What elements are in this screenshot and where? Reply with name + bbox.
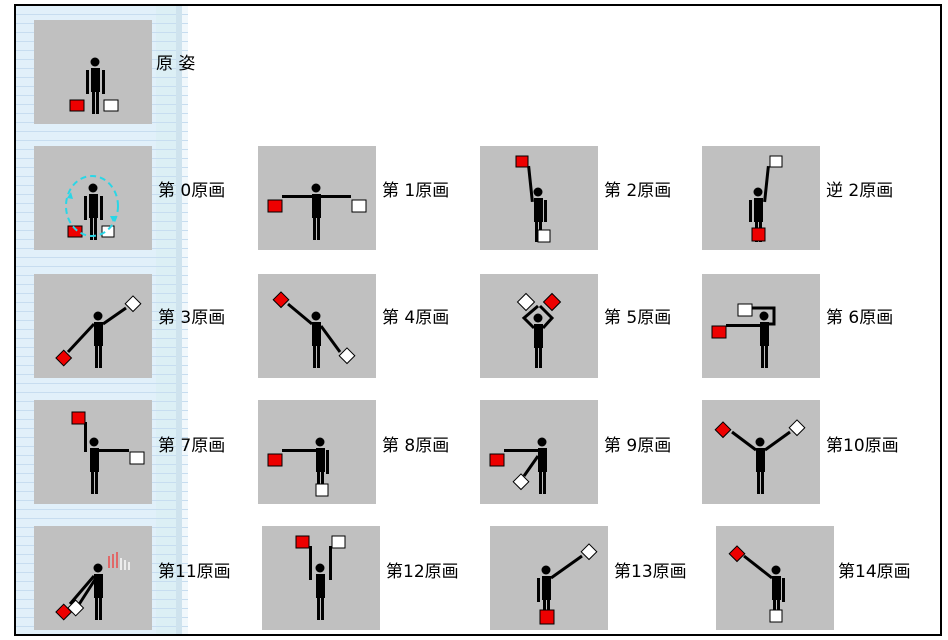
pose-13-image[interactable] <box>490 526 608 630</box>
pose-1-image[interactable] <box>258 146 376 250</box>
label-g14: 第14原画 <box>838 562 911 582</box>
pose-14-image[interactable] <box>716 526 834 630</box>
label-g12: 第12原画 <box>386 562 459 582</box>
pose-3-image[interactable] <box>34 274 152 378</box>
label-g10: 第10原画 <box>826 436 899 456</box>
pose-genshi-image[interactable] <box>34 20 152 124</box>
pose-5-image[interactable] <box>480 274 598 378</box>
label-g8: 第 8原画 <box>382 436 449 456</box>
label-g3: 第 3原画 <box>158 308 225 328</box>
label-g0: 第 0原画 <box>158 181 225 201</box>
label-g11: 第11原画 <box>158 562 231 582</box>
pose-0-image[interactable] <box>34 146 152 250</box>
label-genshi: 原 姿 <box>156 54 195 74</box>
pose-2-image[interactable] <box>480 146 598 250</box>
pose-6-image[interactable] <box>702 274 820 378</box>
label-g7: 第 7原画 <box>158 436 225 456</box>
label-g1: 第 1原画 <box>382 181 449 201</box>
label-g2: 第 2原画 <box>604 181 671 201</box>
label-gr2: 逆 2原画 <box>826 181 893 201</box>
label-g9: 第 9原画 <box>604 436 671 456</box>
pose-8-image[interactable] <box>258 400 376 504</box>
pose-7-image[interactable] <box>34 400 152 504</box>
pose-9-image[interactable] <box>480 400 598 504</box>
label-g5: 第 5原画 <box>604 308 671 328</box>
label-g4: 第 4原画 <box>382 308 449 328</box>
label-g6: 第 6原画 <box>826 308 893 328</box>
label-g13: 第13原画 <box>614 562 687 582</box>
pose-10-image[interactable] <box>702 400 820 504</box>
pose-r2-image[interactable] <box>702 146 820 250</box>
pose-11-image[interactable] <box>34 526 152 630</box>
pose-12-image[interactable] <box>262 526 380 630</box>
semaphore-window: 原 姿 第 0原画 第 1原画 <box>14 4 942 636</box>
pose-4-image[interactable] <box>258 274 376 378</box>
